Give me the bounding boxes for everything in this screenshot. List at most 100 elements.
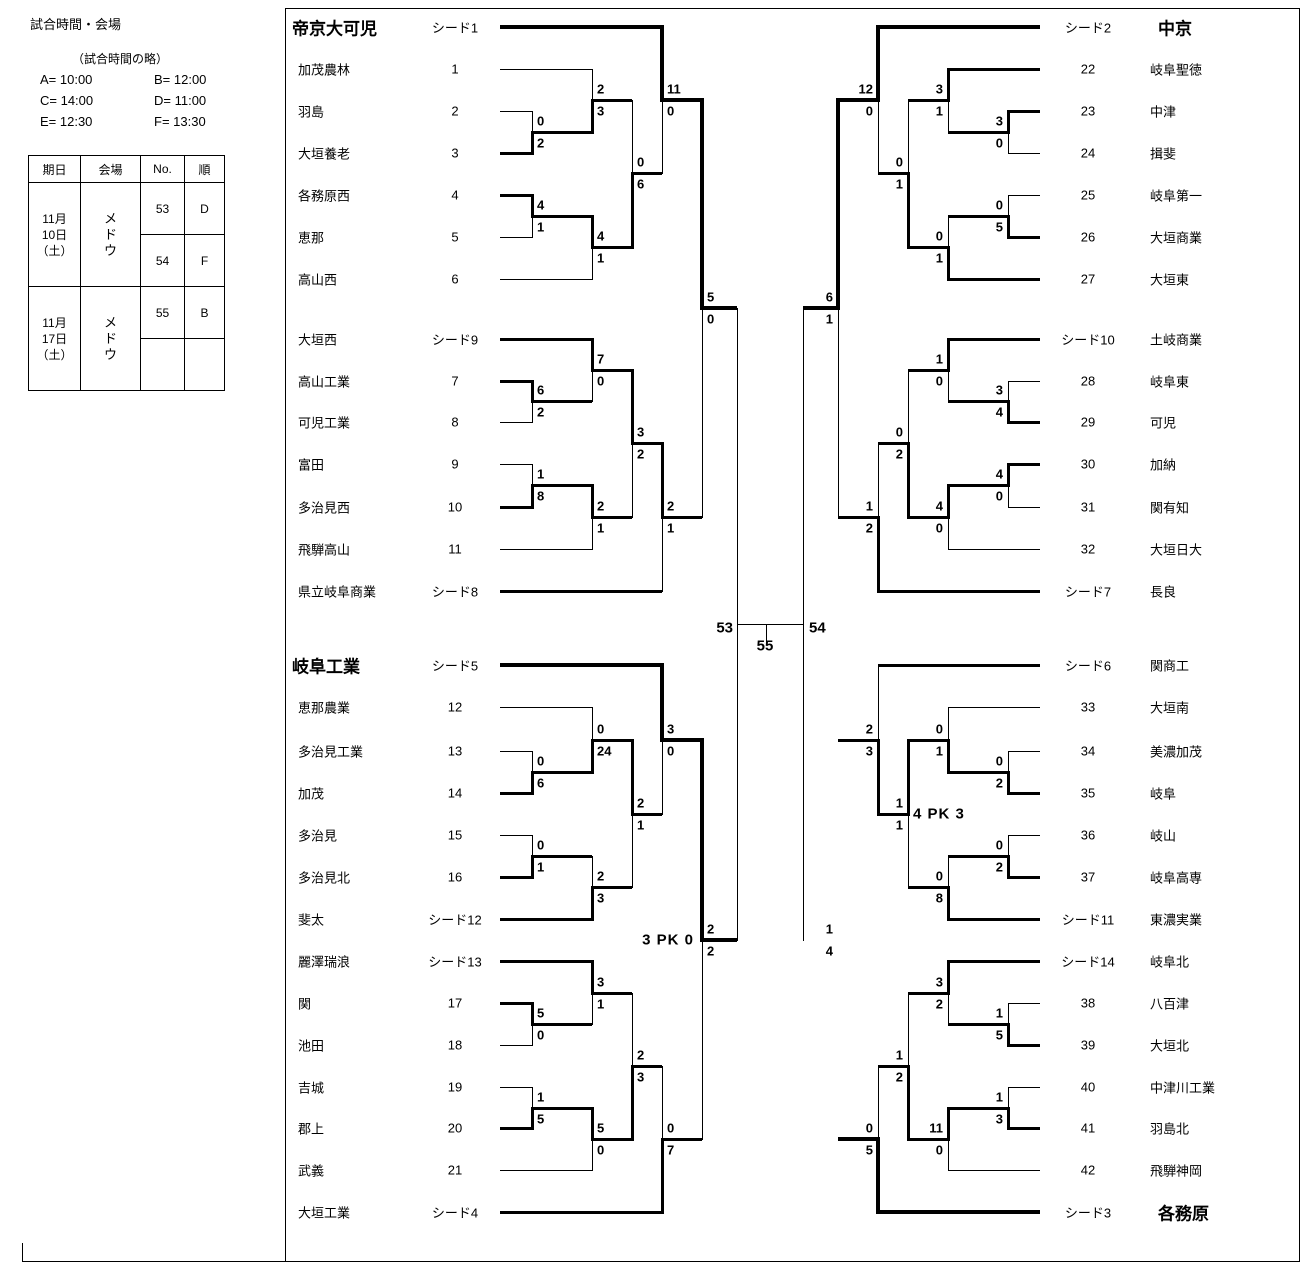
team-name: 岐阜工業 — [292, 657, 360, 677]
team-name: 関商工 — [1150, 658, 1190, 674]
match-score: 4 — [825, 943, 833, 959]
match-score: 2 — [537, 135, 545, 151]
team-seed-label: 42 — [1080, 1162, 1096, 1178]
match-score: 3 — [597, 974, 605, 990]
match-score: 1 — [537, 466, 545, 482]
team-name: 高山西 — [298, 272, 338, 288]
bracket-line — [946, 738, 950, 774]
bracket-line — [1008, 152, 1040, 154]
bracket-line — [1008, 875, 1040, 879]
bracket-line — [631, 99, 633, 174]
match-score: 2 — [537, 404, 545, 420]
bracket-line — [661, 739, 663, 815]
team-name: 恵那 — [298, 230, 325, 246]
team-name: 加茂 — [298, 786, 325, 802]
team-seed-label: 28 — [1080, 373, 1096, 389]
match-score: 0 — [865, 103, 873, 119]
bracket-line — [500, 706, 592, 708]
bracket-line — [632, 441, 662, 445]
bracket-line — [500, 959, 592, 963]
bracket-line — [948, 277, 1040, 281]
bracket-line — [662, 738, 702, 742]
bracket-line — [836, 98, 840, 310]
match-score: 4 — [597, 228, 605, 244]
match-score: 0 — [667, 743, 675, 759]
bracket-line — [630, 1064, 634, 1141]
schedule-header-row: 期日 会場 No. 順 — [28, 155, 225, 183]
team-seed-label: 17 — [447, 995, 463, 1011]
match-score: 3 — [637, 1069, 645, 1085]
bracket-line — [737, 623, 766, 625]
match-score: 0 — [935, 721, 943, 737]
bracket-line — [702, 306, 737, 310]
bracket-line — [661, 99, 663, 174]
bracket-line — [1008, 462, 1040, 466]
team-seed-label: 18 — [447, 1037, 463, 1053]
team-seed-label: シード1 — [431, 20, 479, 36]
bracket-line — [660, 25, 664, 102]
team-name: 斐太 — [298, 912, 325, 928]
team-name: 中津川工業 — [1150, 1080, 1216, 1096]
bracket-line — [630, 171, 634, 249]
team-seed-label: 27 — [1080, 271, 1096, 287]
pk-score-label: 3 PK 0 — [642, 931, 694, 949]
bracket-line — [1008, 194, 1040, 196]
team-seed-label: シード13 — [428, 954, 482, 970]
time-slot-cell: F — [184, 234, 225, 287]
match-score: 0 — [895, 424, 903, 440]
team-seed-label: 24 — [1080, 145, 1096, 161]
bracket-line — [530, 483, 534, 509]
bracket-line — [532, 130, 592, 134]
date-line: （土） — [36, 243, 73, 258]
match-score: 2 — [637, 446, 645, 462]
team-name: 恵那農業 — [298, 700, 351, 716]
bracket-line — [530, 1106, 534, 1130]
bracket-line — [591, 246, 593, 280]
match-score: 0 — [707, 311, 715, 327]
team-name: 八百津 — [1150, 996, 1190, 1012]
bracket-line — [530, 1001, 534, 1026]
bracket-line — [500, 791, 532, 795]
match-score: 2 — [707, 921, 715, 937]
bracket-line — [876, 25, 880, 102]
bracket-line — [948, 917, 1040, 921]
time-slot-cell: D — [184, 182, 225, 235]
match-score: 2 — [637, 1047, 645, 1063]
match-score: 1 — [995, 1005, 1003, 1021]
bracket-line — [1008, 750, 1040, 752]
match-score: 11 — [929, 1120, 943, 1136]
bracket-line — [948, 399, 1008, 403]
bracket-line — [660, 1137, 664, 1214]
bracket-line — [590, 959, 594, 995]
bracket-line — [590, 483, 594, 519]
bracket-line — [662, 98, 702, 102]
bottom-rule — [22, 1261, 286, 1262]
team-name: 飛騨神岡 — [1150, 1163, 1203, 1179]
bracket-line — [590, 98, 594, 134]
team-name: 土岐商業 — [1150, 332, 1203, 348]
bracket-line — [500, 875, 532, 879]
match-score: 3 — [995, 1111, 1003, 1127]
team-seed-label: 20 — [447, 1120, 463, 1136]
bracket-line — [591, 706, 593, 741]
team-name: 美濃加茂 — [1150, 744, 1203, 760]
bracket-line — [531, 215, 533, 238]
bracket-line — [947, 855, 949, 888]
match-score: 1 — [667, 520, 675, 536]
team-seed-label: 8 — [451, 414, 459, 430]
team-seed-label: 41 — [1080, 1120, 1096, 1136]
bracket-line — [948, 1106, 1008, 1110]
team-seed-label: 9 — [451, 456, 459, 472]
bracket-line — [662, 515, 702, 519]
match-score: 1 — [597, 996, 605, 1012]
bracket-line — [591, 855, 593, 888]
date-line: 11月 — [42, 315, 67, 330]
bracket-line — [591, 68, 593, 101]
bracket-line — [1008, 1002, 1040, 1004]
bracket-line — [531, 463, 533, 486]
match-score: 0 — [637, 154, 645, 170]
match-score: 8 — [537, 488, 545, 504]
match-score: 2 — [935, 996, 943, 1012]
date-line: （土） — [36, 347, 73, 362]
